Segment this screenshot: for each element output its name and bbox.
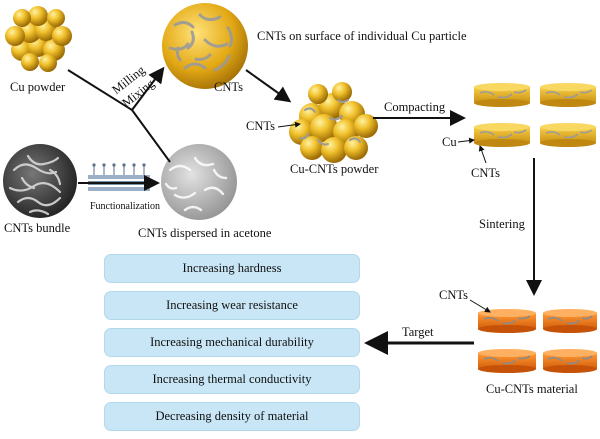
- process-diagram: [3, 3, 597, 373]
- cnts-pointer-compact: [478, 145, 487, 164]
- sintered-disk: [478, 309, 536, 333]
- mixing-line: [131, 109, 171, 163]
- cu-pointer: [457, 137, 475, 144]
- label-target: Target: [402, 325, 434, 339]
- to-powder-arrow: [245, 69, 292, 103]
- sintered-disk: [543, 309, 597, 333]
- label-cnts-bundle: CNTs bundle: [4, 221, 71, 235]
- functionalization-icon: [88, 163, 150, 191]
- cnts-pointer-material: [469, 299, 491, 313]
- label-cu-cnts-material: Cu-CNTs material: [486, 382, 578, 396]
- property-list: Increasing hardness Increasing wear resi…: [104, 254, 360, 439]
- property-box: Increasing wear resistance: [104, 291, 360, 320]
- label-functionalization: Functionalization: [90, 201, 160, 212]
- cnts-dispersed-image: [161, 144, 237, 220]
- cu-powder-line: [67, 69, 133, 111]
- label-cnts-on-surface: CNTs on surface of individual Cu particl…: [257, 29, 467, 43]
- cu-cnts-powder-image: [289, 82, 378, 163]
- compacted-disk: [474, 123, 530, 147]
- cnts-bundle-image: [3, 144, 77, 218]
- cu-particle-with-cnts-image: [162, 3, 248, 89]
- label-cnts-dispersed: CNTs dispersed in acetone: [138, 226, 272, 240]
- property-box: Decreasing density of material: [104, 402, 360, 431]
- property-box: Increasing mechanical durability: [104, 328, 360, 357]
- cu-powder-image: [5, 6, 72, 72]
- label-cu-cnts-powder: Cu-CNTs powder: [290, 162, 379, 176]
- milling-arrow: [131, 66, 165, 111]
- label-compacting: Compacting: [384, 100, 446, 114]
- compacted-disk: [540, 123, 596, 147]
- label-cu-powder: Cu powder: [10, 80, 66, 94]
- process-arrows: [67, 66, 542, 355]
- label-cnts-top: CNTs: [214, 80, 243, 94]
- compacted-disk: [474, 83, 530, 107]
- label-cu: Cu: [442, 135, 457, 149]
- compacted-disk: [540, 83, 596, 107]
- property-box: Increasing hardness: [104, 254, 360, 283]
- cnts-pointer-powder: [277, 121, 301, 128]
- compacted-disks-image: [474, 83, 596, 147]
- label-sintering: Sintering: [479, 217, 525, 231]
- sintered-disk: [478, 349, 536, 373]
- sintered-disk: [543, 349, 597, 373]
- label-cnts-compact: CNTs: [471, 166, 500, 180]
- label-cnts-material: CNTs: [439, 288, 468, 302]
- label-cnts-powder: CNTs: [246, 119, 275, 133]
- sintered-disks-image: [478, 309, 597, 373]
- property-box: Increasing thermal conductivity: [104, 365, 360, 394]
